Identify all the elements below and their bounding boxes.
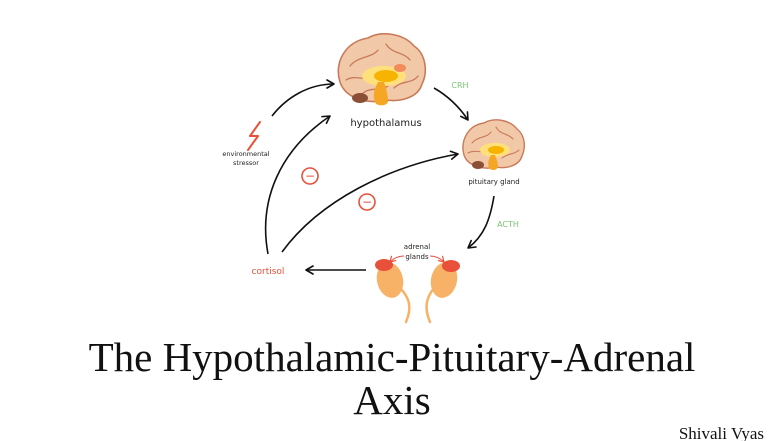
arrow-cortisol-to-pituitary bbox=[281, 150, 459, 253]
pituitary-label: pituitary gland bbox=[468, 178, 519, 186]
lightning-bolt-icon bbox=[247, 121, 261, 151]
hpa-axis-diagram: − − hypothalamus CRH pituitary gland ACT… bbox=[222, 33, 525, 324]
arrow-stressor-to-hypothalamus bbox=[271, 79, 335, 117]
stressor-label-line2: stressor bbox=[233, 159, 259, 167]
arrow-hypothalamus-to-pituitary bbox=[433, 87, 469, 121]
inhibition-symbol-1: − bbox=[305, 169, 315, 183]
adrenal-label-line2: glands bbox=[405, 253, 429, 261]
hypothalamus-label: hypothalamus bbox=[350, 118, 421, 129]
author-name: Shivali Vyas bbox=[678, 424, 764, 441]
inhibition-icon: − bbox=[358, 193, 376, 211]
slide-title: The Hypothalamic-Pituitary-Adrenal Axis bbox=[0, 336, 784, 422]
inhibition-symbol-2: − bbox=[362, 195, 372, 209]
adrenal-glands-icon bbox=[375, 255, 460, 324]
pituitary-brain-icon bbox=[462, 119, 525, 171]
cortisol-label: cortisol bbox=[252, 267, 285, 277]
adrenal-label-line1: adrenal bbox=[404, 243, 430, 251]
hormone-acth-label: ACTH bbox=[497, 220, 519, 229]
slide-title-line1: The Hypothalamic-Pituitary-Adrenal bbox=[88, 334, 696, 380]
stressor-label-line1: environmental bbox=[222, 150, 269, 158]
hypothalamus-brain-icon bbox=[337, 33, 427, 106]
arrow-pituitary-to-adrenal bbox=[467, 195, 495, 249]
hormone-crh-label: CRH bbox=[451, 81, 468, 90]
inhibition-icon: − bbox=[301, 167, 319, 185]
slide-title-line2: Axis bbox=[353, 377, 431, 423]
arrow-cortisol-to-hypothalamus bbox=[264, 115, 331, 255]
